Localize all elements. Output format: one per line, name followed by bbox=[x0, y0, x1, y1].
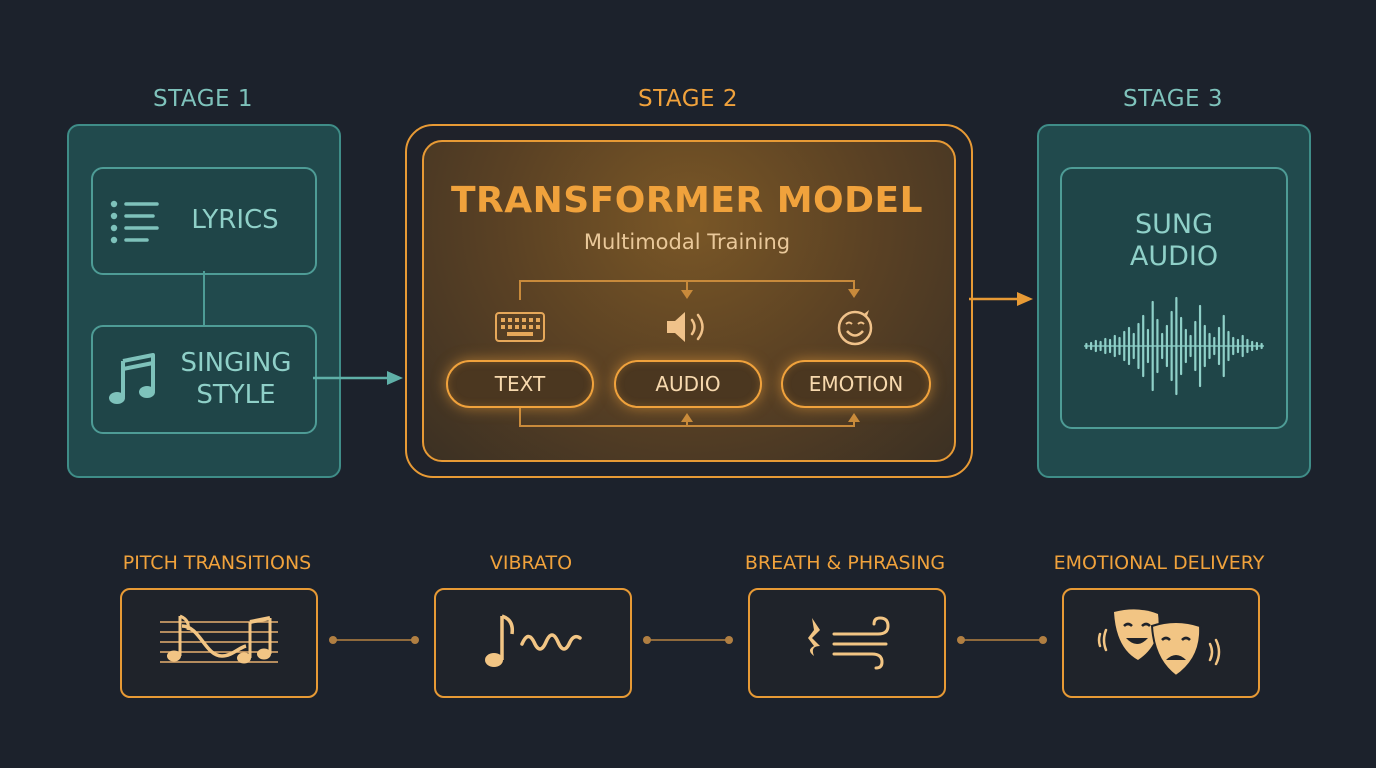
audio-modality-pill: AUDIO bbox=[614, 360, 762, 408]
vibrato-box bbox=[434, 588, 632, 698]
arrow-stage1-to-stage2 bbox=[313, 371, 403, 385]
vibrato-label: VIBRATO bbox=[489, 552, 573, 574]
sung-audio-box: SUNG AUDIO bbox=[1060, 167, 1288, 429]
transformer-model-box bbox=[422, 140, 956, 462]
sung-audio-label-line1: SUNG bbox=[1134, 209, 1214, 240]
lyrics-box: LYRICS bbox=[91, 167, 317, 275]
stage-2-label: STAGE 2 bbox=[638, 86, 738, 112]
arrow-stage2-to-stage3 bbox=[969, 292, 1033, 306]
singing-style-box: SINGING STYLE bbox=[91, 325, 317, 434]
stage-1-connector bbox=[203, 271, 205, 327]
speaker-icon bbox=[667, 312, 704, 342]
theater-masks-icon bbox=[1097, 609, 1221, 678]
modality-connections bbox=[519, 280, 860, 427]
singing-style-label-line2: STYLE bbox=[196, 380, 276, 410]
music-note-icon bbox=[109, 353, 155, 404]
singing-style-label-line1: SINGING bbox=[180, 348, 292, 378]
emotional-delivery-label: EMOTIONAL DELIVERY bbox=[1053, 552, 1265, 574]
lyrics-label: LYRICS bbox=[191, 205, 279, 235]
feature-connector-1 bbox=[329, 636, 419, 644]
breath-phrasing-label: BREATH & PHRASING bbox=[744, 552, 946, 574]
breath-wind-icon bbox=[808, 616, 890, 670]
emotional-delivery-box bbox=[1062, 588, 1260, 698]
breath-phrasing-box bbox=[748, 588, 946, 698]
transformer-model-title: TRANSFORMER MODEL bbox=[450, 180, 924, 221]
transformer-model-subtitle: Multimodal Training bbox=[583, 230, 791, 254]
feature-connector-2 bbox=[643, 636, 733, 644]
note-wave-icon bbox=[485, 614, 582, 667]
pitch-transitions-label: PITCH TRANSITIONS bbox=[122, 552, 312, 574]
list-icon bbox=[110, 200, 159, 244]
emotion-modality-pill: EMOTION bbox=[781, 360, 931, 408]
emotion-face-icon bbox=[837, 310, 873, 346]
stage-1-label: STAGE 1 bbox=[153, 86, 253, 112]
feature-connector-3 bbox=[957, 636, 1047, 644]
pitch-transitions-box bbox=[120, 588, 318, 698]
stage-3-label: STAGE 3 bbox=[1123, 86, 1223, 112]
sung-audio-label-line2: AUDIO bbox=[1129, 241, 1219, 272]
staff-notes-icon bbox=[160, 614, 278, 664]
keyboard-icon bbox=[495, 312, 545, 342]
waveform-icon bbox=[1084, 296, 1264, 396]
text-modality-pill: TEXT bbox=[446, 360, 594, 408]
